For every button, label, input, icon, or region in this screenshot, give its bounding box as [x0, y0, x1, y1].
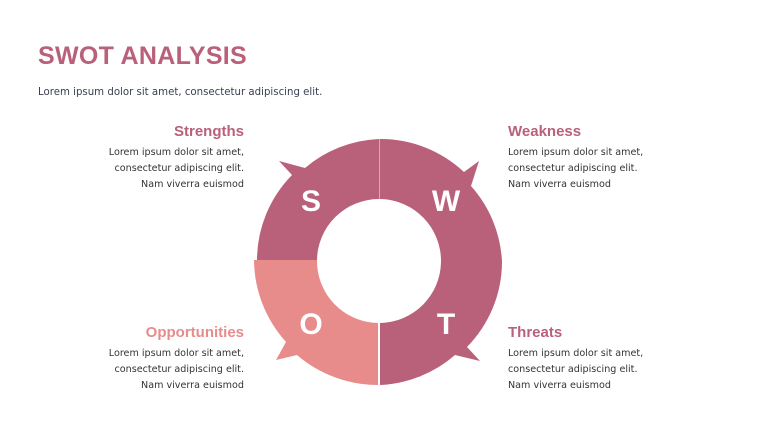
opportunities-line: consectetur adipiscing elit. [114, 364, 245, 375]
strengths-segment [256, 139, 379, 261]
page-title: SWOT ANALYSIS [38, 42, 248, 70]
opportunities-segment [254, 260, 378, 386]
threats-segment [380, 262, 502, 385]
strengths-heading: Strengths [173, 123, 244, 140]
opportunities-letter: O [299, 308, 322, 341]
threats-description: Lorem ipsum dolor sit amet, consectetur … [508, 346, 708, 394]
threats-block: Threats Lorem ipsum dolor sit amet, cons… [508, 324, 708, 394]
opportunities-description: Lorem ipsum dolor sit amet, consectetur … [44, 346, 244, 394]
strengths-line: Nam viverra euismod [141, 179, 244, 190]
weakness-letter: W [432, 185, 461, 218]
weakness-segment [380, 138, 502, 262]
strengths-line: consectetur adipiscing elit. [114, 163, 245, 174]
weakness-heading: Weakness [508, 123, 582, 140]
opportunities-line: Lorem ipsum dolor sit amet, [108, 348, 244, 359]
threats-letter: T [437, 308, 455, 341]
opportunities-block: Opportunities Lorem ipsum dolor sit amet… [44, 324, 244, 394]
threats-line: Lorem ipsum dolor sit amet, [508, 348, 644, 359]
page-subtitle: Lorem ipsum dolor sit amet, consectetur … [38, 87, 323, 98]
weakness-block: Weakness Lorem ipsum dolor sit amet, con… [508, 123, 708, 193]
threats-line: consectetur adipiscing elit. [508, 364, 638, 375]
weakness-description: Lorem ipsum dolor sit amet, consectetur … [508, 145, 708, 193]
weakness-line: Nam viverra euismod [508, 179, 611, 190]
opportunities-line: Nam viverra euismod [141, 380, 244, 391]
strengths-description: Lorem ipsum dolor sit amet, consectetur … [44, 145, 244, 193]
strengths-line: Lorem ipsum dolor sit amet, [108, 147, 244, 158]
weakness-line: Lorem ipsum dolor sit amet, [508, 147, 644, 158]
threats-heading: Threats [508, 324, 563, 341]
strengths-letter: S [301, 185, 321, 218]
threats-line: Nam viverra euismod [508, 380, 611, 391]
strengths-block: Strengths Lorem ipsum dolor sit amet, co… [44, 123, 244, 193]
weakness-line: consectetur adipiscing elit. [508, 163, 638, 174]
opportunities-heading: Opportunities [145, 324, 244, 341]
